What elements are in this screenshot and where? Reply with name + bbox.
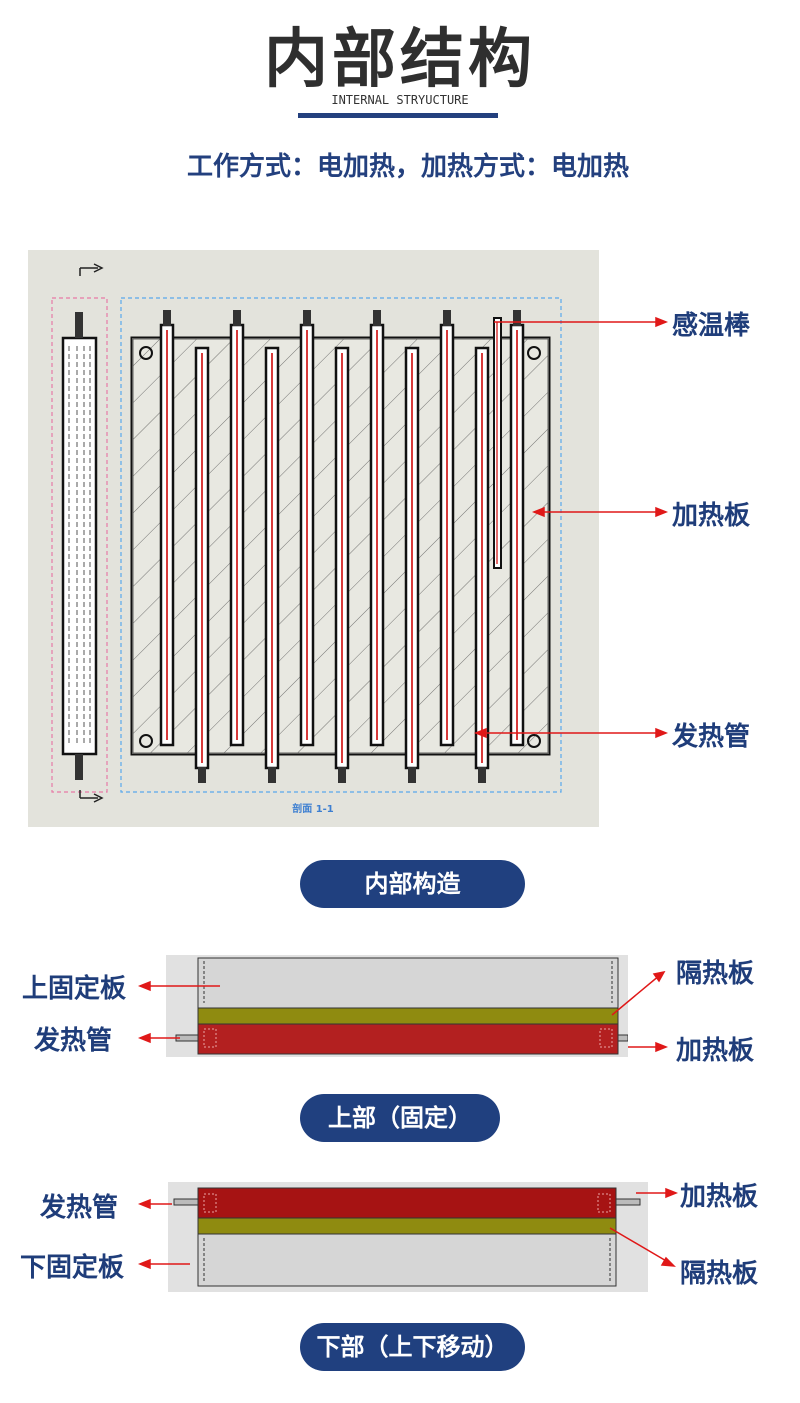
page-title: 内部结构 [264, 23, 536, 97]
callout-lower-heating-plate: 加热板 [680, 1182, 759, 1212]
lower-movable-button[interactable]: 下部（上下移动） [300, 1323, 525, 1371]
callout-upper-fixed-plate: 上固定板 [22, 974, 127, 1004]
heating-tubes-bottom [194, 346, 490, 783]
title-underline [298, 113, 498, 118]
internal-construction-button[interactable]: 内部构造 [300, 860, 525, 908]
lower-section-drawing [168, 1182, 648, 1292]
upper-section-drawing [166, 955, 629, 1057]
callout-upper-heating-tube: 发热管 [34, 1026, 113, 1056]
side-view [51, 263, 108, 803]
callout-heating-plate: 加热板 [672, 501, 751, 531]
lower-section-svg [173, 1187, 641, 1287]
page-subtitle: INTERNAL STRYUCTURE [331, 93, 469, 107]
callout-lower-fixed-plate: 下固定板 [20, 1253, 125, 1283]
section-caption: 剖面 1-1 [292, 802, 334, 815]
heating-tubes-top [159, 310, 525, 747]
drawing-svg: 剖面 1-1 [51, 263, 562, 815]
upper-fixed-button[interactable]: 上部（固定） [300, 1094, 500, 1142]
callout-lower-insulation: 隔热板 [680, 1259, 759, 1289]
work-mode-text: 工作方式：电加热，加热方式：电加热 [186, 152, 629, 182]
callout-temperature-sensor: 感温棒 [672, 311, 751, 341]
upper-section-svg [175, 957, 629, 1055]
callout-upper-insulation: 隔热板 [676, 959, 755, 989]
callout-lower-heating-tube: 发热管 [40, 1193, 119, 1223]
temperature-sensor-rod [493, 317, 502, 569]
callout-upper-heating-plate: 加热板 [676, 1036, 755, 1066]
internal-structure-drawing: 剖面 1-1 [28, 250, 599, 827]
callout-heating-tube: 发热管 [672, 722, 751, 752]
